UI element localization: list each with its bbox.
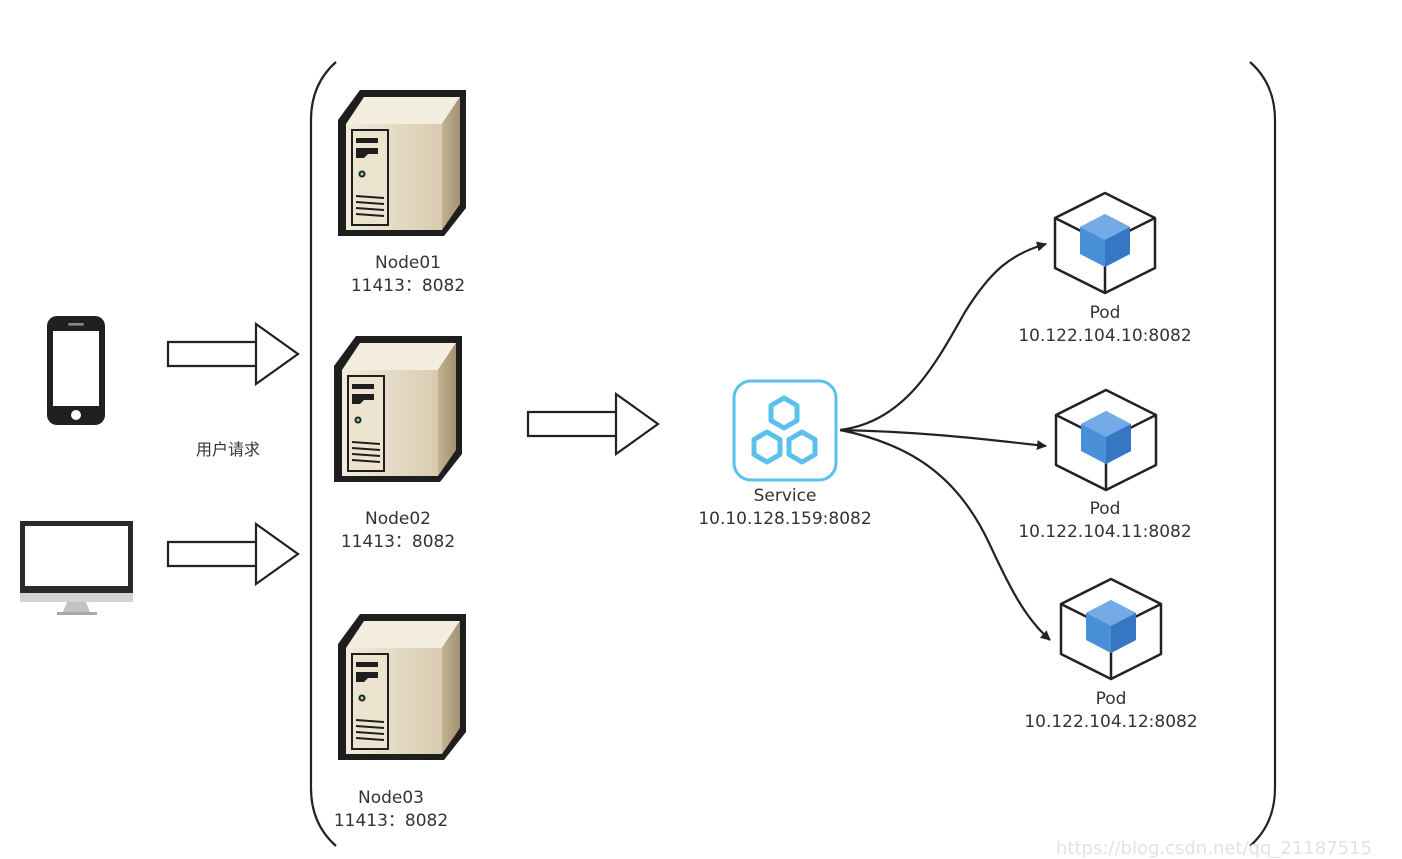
node01-name: Node01 bbox=[375, 253, 441, 273]
desktop-monitor-icon bbox=[20, 521, 133, 615]
pod2-address: 10.122.104.11:8082 bbox=[1018, 522, 1192, 542]
pod2-cube-icon bbox=[1054, 388, 1158, 492]
connector-service-pod2 bbox=[839, 428, 1047, 451]
mobile-phone-icon bbox=[47, 316, 105, 425]
watermark-text: https://blog.csdn.net/qq_21187515 bbox=[1056, 838, 1373, 859]
node01-label: Node01 11413：8082 bbox=[338, 252, 478, 298]
node02-server-icon bbox=[333, 335, 463, 483]
node01-port: 11413：8082 bbox=[350, 276, 466, 296]
service-label: Service 10.10.128.159:8082 bbox=[693, 485, 877, 531]
node02-port: 11413：8082 bbox=[340, 532, 456, 552]
node-to-service-arrow bbox=[526, 392, 660, 456]
request-arrow-desktop bbox=[166, 522, 300, 586]
node03-server-icon bbox=[337, 613, 467, 761]
node02-label: Node02 11413：8082 bbox=[328, 508, 468, 554]
pod1-address: 10.122.104.10:8082 bbox=[1018, 326, 1192, 346]
pod1-label: Pod 10.122.104.10:8082 bbox=[1010, 302, 1200, 348]
pod1-name: Pod bbox=[1089, 303, 1121, 323]
cluster-bracket-right bbox=[1249, 61, 1277, 847]
pod1-cube-icon bbox=[1053, 191, 1157, 295]
pod3-cube-icon bbox=[1059, 577, 1163, 681]
connector-service-pod3 bbox=[839, 428, 1051, 641]
node03-label: Node03 11413：8082 bbox=[321, 787, 461, 833]
node01-server-icon bbox=[337, 89, 467, 237]
pod2-name: Pod bbox=[1089, 499, 1121, 519]
pod2-label: Pod 10.122.104.11:8082 bbox=[1010, 498, 1200, 544]
node03-port: 11413：8082 bbox=[333, 811, 449, 831]
node02-name: Node02 bbox=[365, 509, 431, 529]
pod3-address: 10.122.104.12:8082 bbox=[1024, 712, 1198, 732]
service-hexagons-icon bbox=[732, 379, 838, 482]
request-arrow-phone bbox=[166, 322, 300, 386]
node03-name: Node03 bbox=[358, 788, 424, 808]
service-address: 10.10.128.159:8082 bbox=[698, 509, 872, 529]
pod3-name: Pod bbox=[1095, 689, 1127, 709]
pod3-label: Pod 10.122.104.12:8082 bbox=[1016, 688, 1206, 734]
service-name: Service bbox=[753, 486, 817, 506]
user-request-label: 用户请求 bbox=[196, 440, 261, 459]
cluster-bracket-left bbox=[309, 61, 337, 847]
connector-service-pod1 bbox=[839, 241, 1047, 432]
